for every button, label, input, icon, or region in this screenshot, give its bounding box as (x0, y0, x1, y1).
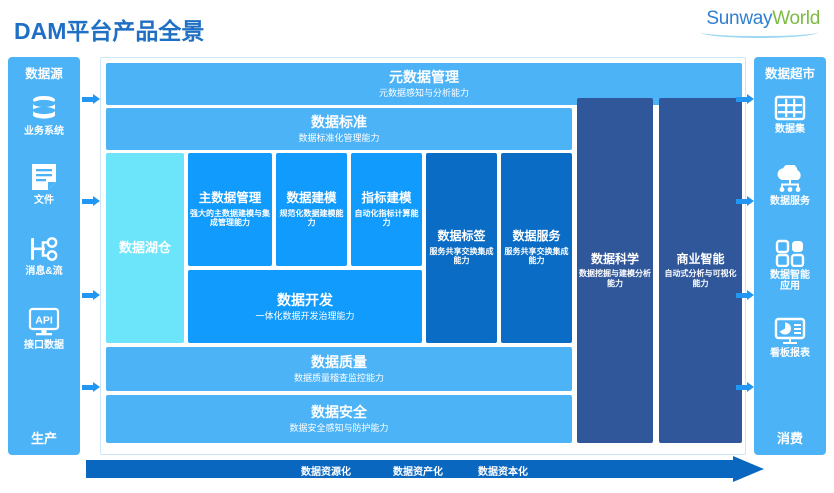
brand-logo-primary: Sunway (706, 8, 773, 29)
sidebar-item-label: 消息&流 (25, 266, 63, 277)
card-business-intelligence[interactable]: 商业智能 自动式分析与可视化能力 (659, 98, 742, 443)
sidebar-item-label: 看板报表 (770, 348, 810, 359)
card-subtitle: 数据质量稽查监控能力 (293, 373, 384, 384)
card-subtitle: 元数据感知与分析能力 (378, 88, 469, 99)
connector-arrow-dataset (736, 94, 754, 105)
card-data-label[interactable]: 数据标签 服务共享交换集成能力 (426, 153, 497, 343)
card-title: 元数据管理 (389, 69, 459, 86)
card-subtitle: 服务共享交换集成能力 (504, 246, 569, 266)
connector-arrow-file (82, 196, 100, 207)
data-supermarket-panel: 数据超市 数据集 数据服务 数据智能 应用 (754, 57, 826, 455)
card-title: 数据安全 (311, 404, 367, 421)
card-subtitle: 规范化数据建模能力 (279, 208, 344, 228)
card-title: 数据湖仓 (118, 239, 171, 255)
dashboard-report-icon (774, 317, 806, 344)
card-subtitle: 自动化指标计算能力 (354, 208, 419, 228)
card-subtitle: 服务共享交换集成能力 (429, 246, 494, 266)
flow-arrow-bar (86, 460, 734, 478)
core-platform-frame: 元数据管理 元数据感知与分析能力 数据标准 数据标准化管理能力 数据湖仓 主数据… (100, 57, 746, 455)
card-subtitle: 数据安全感知与防护能力 (289, 423, 389, 434)
sidebar-item-label: 业务系统 (24, 126, 64, 137)
cloud-service-icon (777, 165, 801, 192)
connector-arrow-message-stream (82, 290, 100, 301)
sidebar-item-message-stream[interactable]: 消息&流 (8, 235, 80, 277)
connector-arrow-data-service (736, 196, 754, 207)
data-source-panel: 数据源 业务系统 文件 消息 (8, 57, 80, 455)
document-icon (32, 164, 56, 190)
card-data-science[interactable]: 数据科学 数据挖掘与建模分析能力 (577, 98, 653, 443)
card-data-security[interactable]: 数据安全 数据安全感知与防护能力 (106, 395, 572, 443)
sidebar-item-label: 接口数据 (24, 340, 64, 351)
card-title: 数据标签 (437, 229, 486, 243)
data-source-heading: 数据源 (25, 67, 63, 81)
sidebar-item-smart-app[interactable]: 数据智能 应用 (754, 239, 826, 292)
card-title: 主数据管理 (198, 191, 262, 206)
card-master-data-management[interactable]: 主数据管理 强大的主数据建模与集成管理能力 (188, 153, 272, 266)
page-header: DAM平台产品全景 SunwayWorld (0, 0, 834, 52)
card-subtitle: 一体化数据开发治理能力 (255, 310, 355, 321)
card-data-modeling[interactable]: 数据建模 规范化数据建模能力 (276, 153, 347, 266)
brand-logo-secondary: World (772, 8, 820, 29)
sidebar-item-label: 数据集 (775, 124, 805, 135)
data-supermarket-footer: 消费 (776, 431, 803, 446)
connector-arrow-api-data (82, 382, 100, 393)
card-subtitle: 自动式分析与可视化能力 (664, 269, 737, 288)
connector-arrow-smart-app (736, 290, 754, 301)
sidebar-item-data-service[interactable]: 数据服务 (754, 165, 826, 207)
sidebar-item-file[interactable]: 文件 (8, 162, 80, 206)
api-monitor-icon: API (28, 307, 60, 336)
flow-stage-2: 数据资产化 (393, 467, 443, 478)
sidebar-item-label: 文件 (34, 195, 54, 206)
sidebar-item-label: 数据服务 (770, 196, 810, 207)
card-title: 数据质量 (311, 354, 367, 371)
sidebar-item-dashboard-report[interactable]: 看板报表 (754, 317, 826, 359)
card-title: 数据科学 (590, 251, 639, 266)
card-title: 数据服务 (512, 229, 561, 243)
database-icon (33, 96, 55, 119)
card-data-lakehouse[interactable]: 数据湖仓 (106, 153, 184, 343)
card-data-standard[interactable]: 数据标准 数据标准化管理能力 (106, 108, 572, 150)
app-blocks-icon (775, 239, 805, 267)
page-title: DAM平台产品全景 (14, 18, 205, 44)
sidebar-item-business-system[interactable]: 业务系统 (8, 95, 80, 137)
brand-underline-swoosh (700, 31, 818, 38)
brand-logo: SunwayWorld (706, 8, 820, 30)
connector-arrow-business-system (82, 94, 100, 105)
card-subtitle: 数据挖掘与建模分析能力 (579, 269, 651, 288)
card-metric-modeling[interactable]: 指标建模 自动化指标计算能力 (351, 153, 422, 266)
value-flow-arrow: 数据资源化 数据资产化 数据资本化 (86, 456, 764, 482)
card-data-quality[interactable]: 数据质量 数据质量稽查监控能力 (106, 347, 572, 391)
card-data-service[interactable]: 数据服务 服务共享交换集成能力 (501, 153, 572, 343)
grid-table-icon (774, 95, 806, 121)
card-subtitle: 数据标准化管理能力 (298, 133, 380, 144)
svg-text:API: API (35, 315, 53, 327)
card-title: 数据建模 (286, 191, 337, 206)
card-title: 指标建模 (361, 191, 412, 206)
flow-arrow-head (733, 456, 764, 482)
sidebar-item-api-data[interactable]: API 接口数据 (8, 307, 80, 351)
connector-arrow-dashboard (736, 382, 754, 393)
card-subtitle: 强大的主数据建模与集成管理能力 (190, 208, 270, 228)
sidebar-item-dataset[interactable]: 数据集 (754, 95, 826, 135)
data-supermarket-heading: 数据超市 (764, 67, 815, 81)
card-title: 数据开发 (277, 291, 333, 308)
card-data-development[interactable]: 数据开发 一体化数据开发治理能力 (188, 270, 422, 343)
card-title: 数据标准 (311, 114, 367, 131)
sidebar-item-label: 数据智能 应用 (770, 270, 810, 292)
data-source-footer: 生产 (30, 431, 57, 446)
flow-stage-1: 数据资源化 (301, 467, 351, 478)
flow-stage-3: 数据资本化 (478, 467, 528, 478)
message-stream-icon (31, 237, 58, 261)
card-title: 商业智能 (676, 251, 725, 266)
